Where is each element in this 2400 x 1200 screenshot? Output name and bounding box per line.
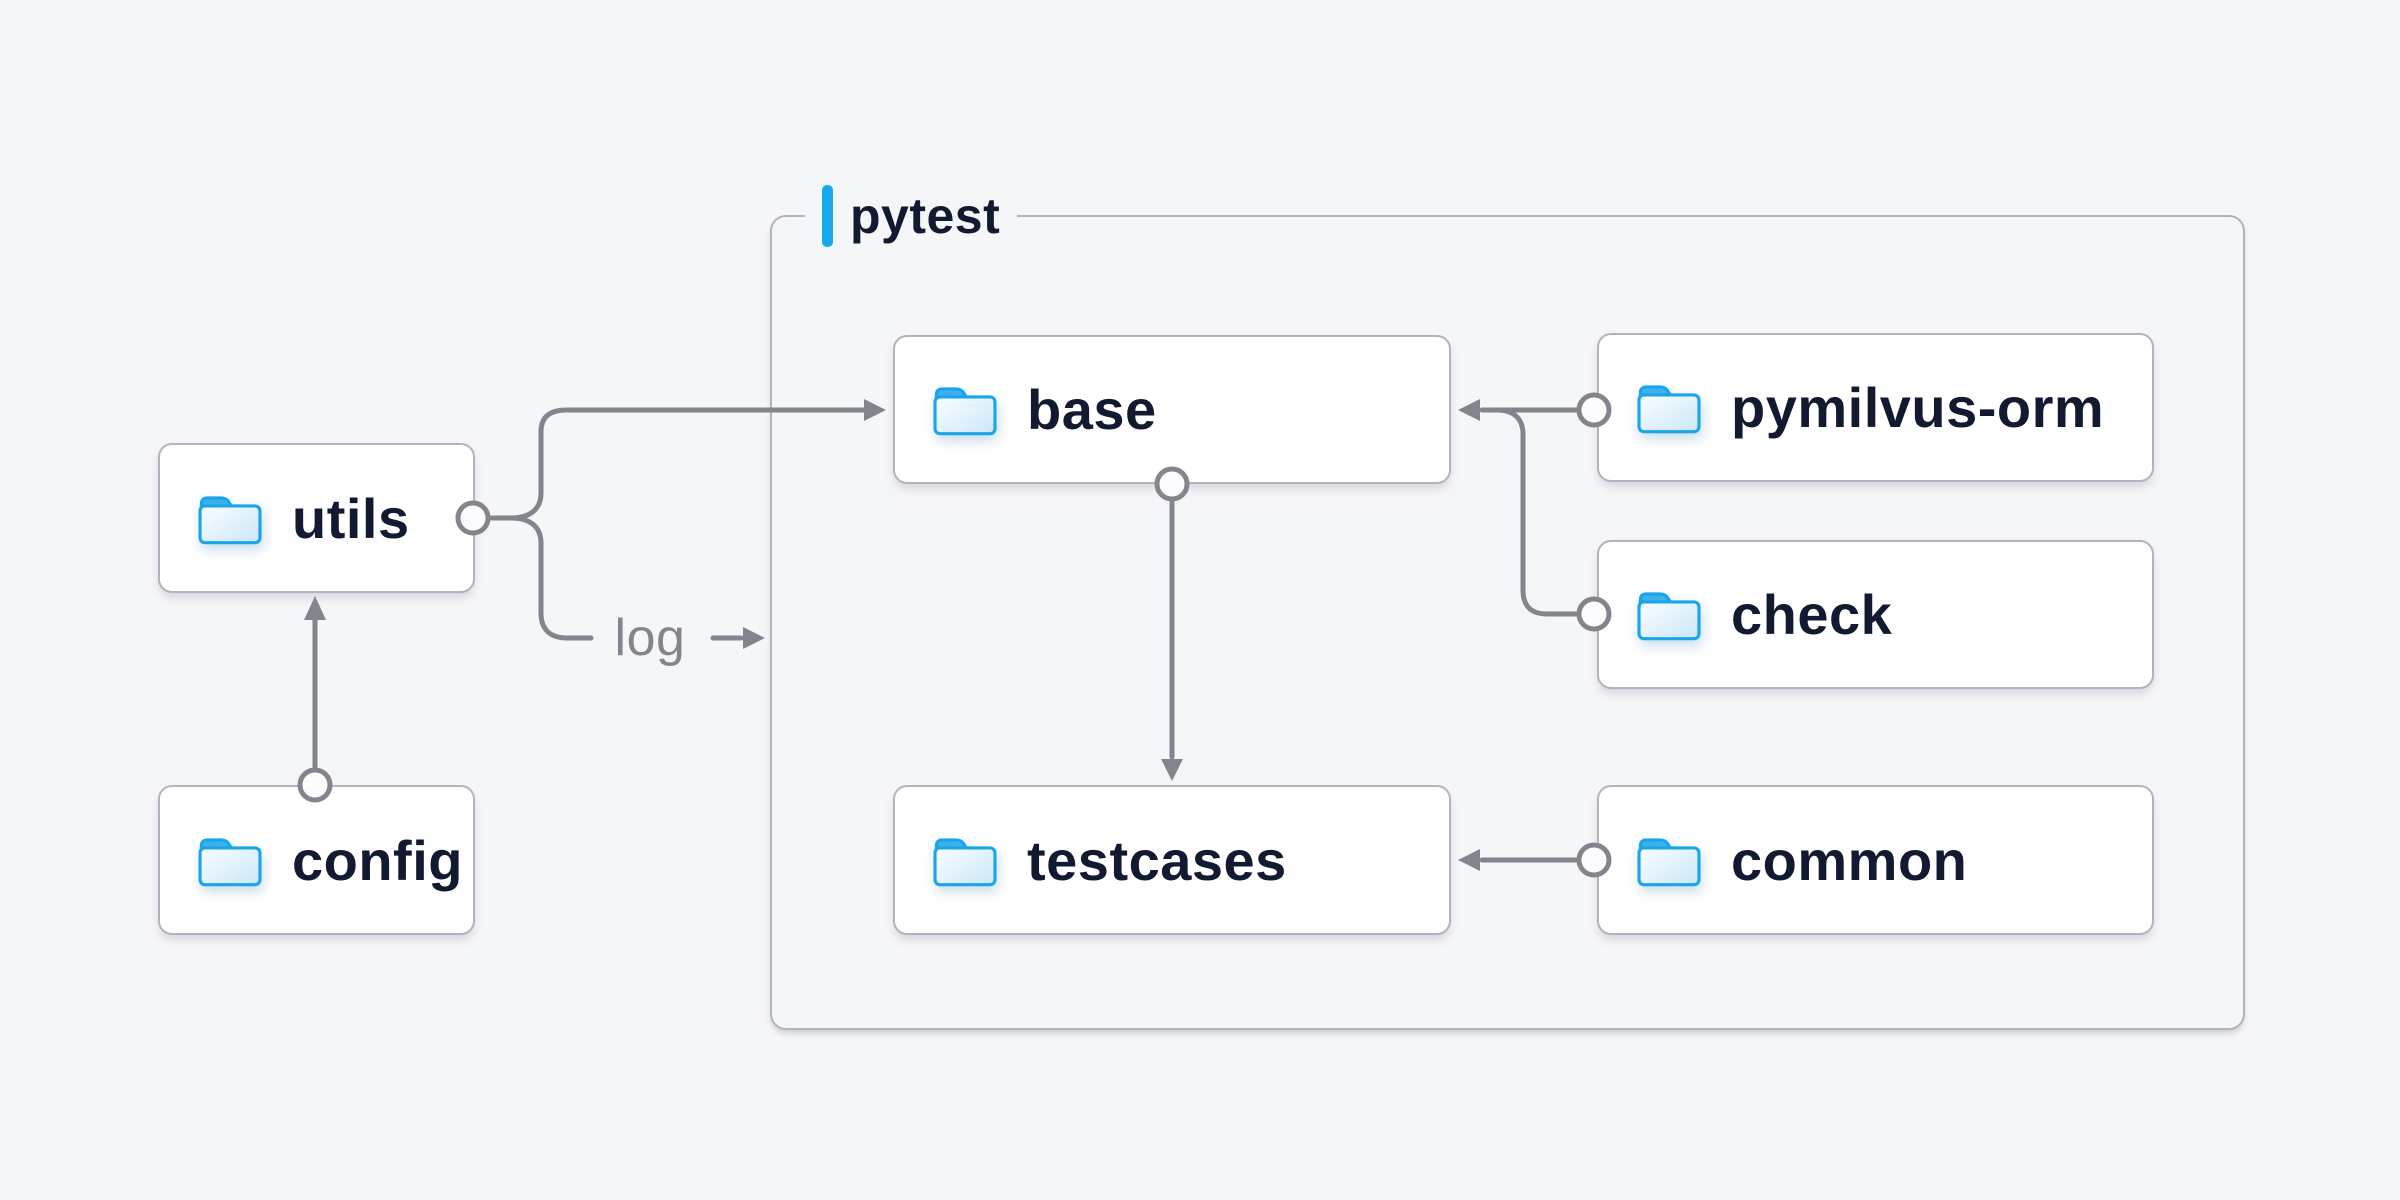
node-label: testcases	[1027, 828, 1287, 892]
pytest-group-label: pytest	[850, 188, 1001, 244]
node-label: utils	[292, 486, 410, 550]
folder-icon	[931, 832, 999, 889]
node-label: common	[1731, 828, 1968, 892]
node-label: config	[292, 828, 463, 892]
node-utils[interactable]: utils	[158, 443, 475, 593]
node-testcases[interactable]: testcases	[893, 785, 1451, 935]
node-common[interactable]: common	[1597, 785, 2154, 935]
folder-icon	[196, 490, 264, 547]
folder-icon	[1635, 379, 1703, 436]
node-base[interactable]: base	[893, 335, 1451, 484]
accent-bar	[822, 185, 833, 247]
folder-icon	[1635, 586, 1703, 643]
node-label: base	[1027, 378, 1157, 441]
pytest-group-container: pytest	[770, 180, 2245, 1030]
node-check[interactable]: check	[1597, 540, 2154, 689]
edge-config-utils	[297, 596, 333, 803]
node-pymilvus-orm[interactable]: pymilvus-orm	[1597, 333, 2154, 482]
node-config[interactable]: config	[158, 785, 475, 935]
folder-icon	[1635, 832, 1703, 889]
pytest-group-legend: pytest	[805, 180, 1018, 252]
node-label: pymilvus-orm	[1731, 376, 2105, 439]
log-branch-label: log	[614, 609, 686, 667]
folder-icon	[196, 832, 264, 889]
folder-icon	[931, 381, 999, 438]
node-label: check	[1731, 583, 1893, 646]
